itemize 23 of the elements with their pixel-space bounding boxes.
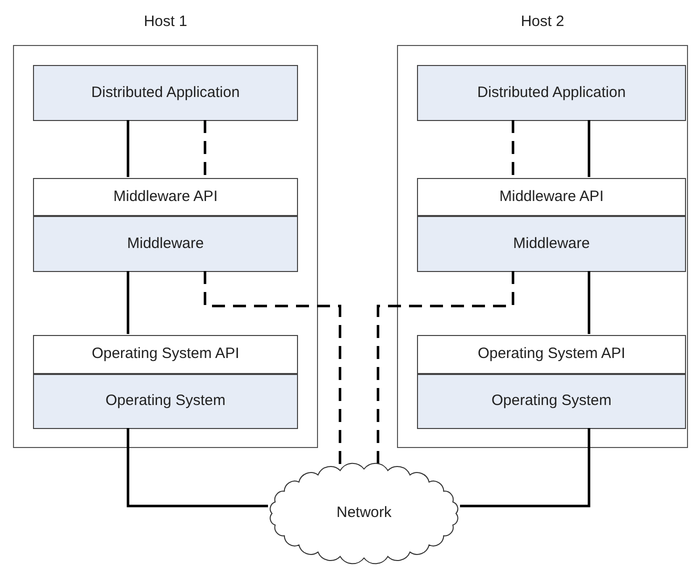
api-box: Middleware API bbox=[417, 178, 686, 216]
connector-line bbox=[512, 120, 514, 177]
layer-box: Operating System bbox=[33, 374, 298, 429]
api-box: Middleware API bbox=[33, 178, 298, 216]
connector-line bbox=[588, 271, 590, 334]
connector-line bbox=[588, 120, 590, 177]
host-label: Host 1 bbox=[144, 12, 188, 32]
layer-box: Middleware bbox=[33, 216, 298, 272]
api-box: Operating System API bbox=[33, 335, 298, 374]
connector-line bbox=[126, 271, 130, 334]
connector-line bbox=[460, 428, 590, 508]
layer-box: Middleware bbox=[417, 216, 686, 272]
api-box: Operating System API bbox=[417, 335, 686, 374]
connector-line bbox=[204, 120, 206, 177]
host-label: Host 2 bbox=[520, 12, 564, 32]
layer-box: Operating System bbox=[417, 374, 686, 429]
connector-line bbox=[126, 120, 130, 177]
connector-line bbox=[376, 271, 514, 466]
connector-line bbox=[204, 271, 342, 466]
layer-box: Distributed Application bbox=[33, 65, 298, 121]
layer-box: Distributed Application bbox=[417, 65, 686, 121]
connector-line bbox=[126, 428, 268, 508]
cloud-label: Network bbox=[336, 503, 392, 524]
